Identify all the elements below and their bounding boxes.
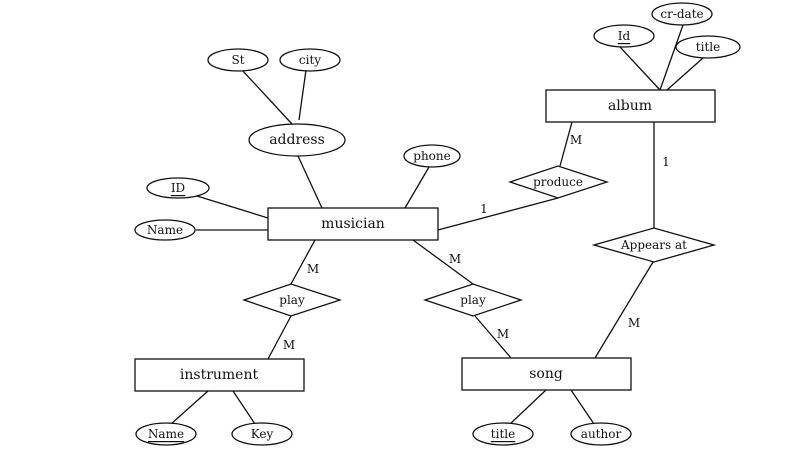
attribute-instrument-name[interactable]: Name xyxy=(135,422,197,446)
edge-song-title xyxy=(509,389,547,425)
edge-albumtitle-album xyxy=(666,57,704,91)
attribute-musician-id[interactable]: ID xyxy=(146,177,210,199)
edge-play2-song xyxy=(474,315,512,359)
relationship-appears-at[interactable]: Appears at xyxy=(591,227,717,263)
attribute-musician-address[interactable]: address xyxy=(248,123,346,157)
edge-phone-musician xyxy=(404,166,430,209)
attribute-album-crdate-label: cr-date xyxy=(660,7,703,21)
relationship-produce[interactable]: produce xyxy=(507,165,610,199)
entity-album-label: album xyxy=(608,98,652,114)
entity-album[interactable]: album xyxy=(545,89,716,123)
edge-instrument-name xyxy=(170,390,209,425)
attribute-address-city[interactable]: city xyxy=(279,48,341,72)
card-musician-play1: M xyxy=(307,262,319,276)
edge-crdate-album xyxy=(659,24,684,91)
attribute-musician-name[interactable]: Name xyxy=(134,219,196,241)
card-musician-produce: 1 xyxy=(480,202,488,216)
relationship-produce-label: produce xyxy=(533,175,583,189)
attribute-instrument-key[interactable]: Key xyxy=(231,422,293,446)
edge-song-author xyxy=(570,389,595,425)
attribute-album-title-label: title xyxy=(696,40,720,54)
edge-produce-album xyxy=(559,121,573,167)
card-play1-instrument: M xyxy=(283,338,295,352)
edge-city-address xyxy=(298,69,307,121)
edge-musician-produce xyxy=(437,197,559,231)
attribute-album-id-label: Id xyxy=(618,29,631,43)
card-play2-song: M xyxy=(497,327,509,341)
attribute-instrument-name-label: Name xyxy=(148,427,184,441)
relationship-play-song[interactable]: play xyxy=(422,283,524,317)
card-musician-play2: M xyxy=(449,252,461,266)
edge-st-address xyxy=(241,69,293,125)
cardinalities: 1 M 1 M M M M M xyxy=(283,133,670,352)
attribute-musician-phone[interactable]: phone xyxy=(403,144,461,168)
attribute-album-crdate[interactable]: cr-date xyxy=(651,2,713,26)
attribute-musician-name-label: Name xyxy=(147,223,183,237)
attribute-address-city-label: city xyxy=(299,53,321,67)
attribute-musician-address-label: address xyxy=(269,132,325,148)
edge-play1-instrument xyxy=(267,315,292,360)
relationship-play-instrument-label: play xyxy=(279,293,305,307)
attribute-musician-phone-label: phone xyxy=(413,149,450,163)
edge-address-musician xyxy=(297,155,323,209)
card-produce-album: M xyxy=(570,133,582,147)
entity-instrument[interactable]: instrument xyxy=(134,358,305,392)
attribute-musician-id-label: ID xyxy=(171,181,185,195)
attribute-song-title[interactable]: title xyxy=(472,422,534,446)
attribute-album-title[interactable]: title xyxy=(675,35,741,59)
attribute-song-author-label: author xyxy=(581,427,622,441)
relationship-appears-at-label: Appears at xyxy=(620,238,687,252)
entity-song[interactable]: song xyxy=(461,357,632,391)
entity-song-label: song xyxy=(529,366,563,382)
edges xyxy=(170,24,704,425)
attribute-instrument-key-label: Key xyxy=(251,427,274,441)
edge-id-musician xyxy=(196,195,269,219)
card-appears-song: M xyxy=(628,316,640,330)
entity-musician-label: musician xyxy=(321,216,385,232)
attribute-address-st[interactable]: St xyxy=(207,48,269,72)
entity-instrument-label: instrument xyxy=(180,367,259,383)
card-album-appears: 1 xyxy=(662,155,670,169)
relationship-play-instrument[interactable]: play xyxy=(241,283,343,317)
relationship-play-song-label: play xyxy=(460,293,486,307)
attribute-album-id[interactable]: Id xyxy=(593,24,655,48)
attribute-song-title-label: title xyxy=(491,427,515,441)
attribute-song-author[interactable]: author xyxy=(570,422,632,446)
edge-musician-play2 xyxy=(412,239,474,285)
edge-musician-play1 xyxy=(290,239,316,285)
edge-instrument-key xyxy=(232,390,256,425)
edge-appears-song xyxy=(594,261,654,359)
entity-musician[interactable]: musician xyxy=(267,207,439,241)
edge-albumid-album xyxy=(619,46,661,91)
attribute-address-st-label: St xyxy=(231,53,244,67)
